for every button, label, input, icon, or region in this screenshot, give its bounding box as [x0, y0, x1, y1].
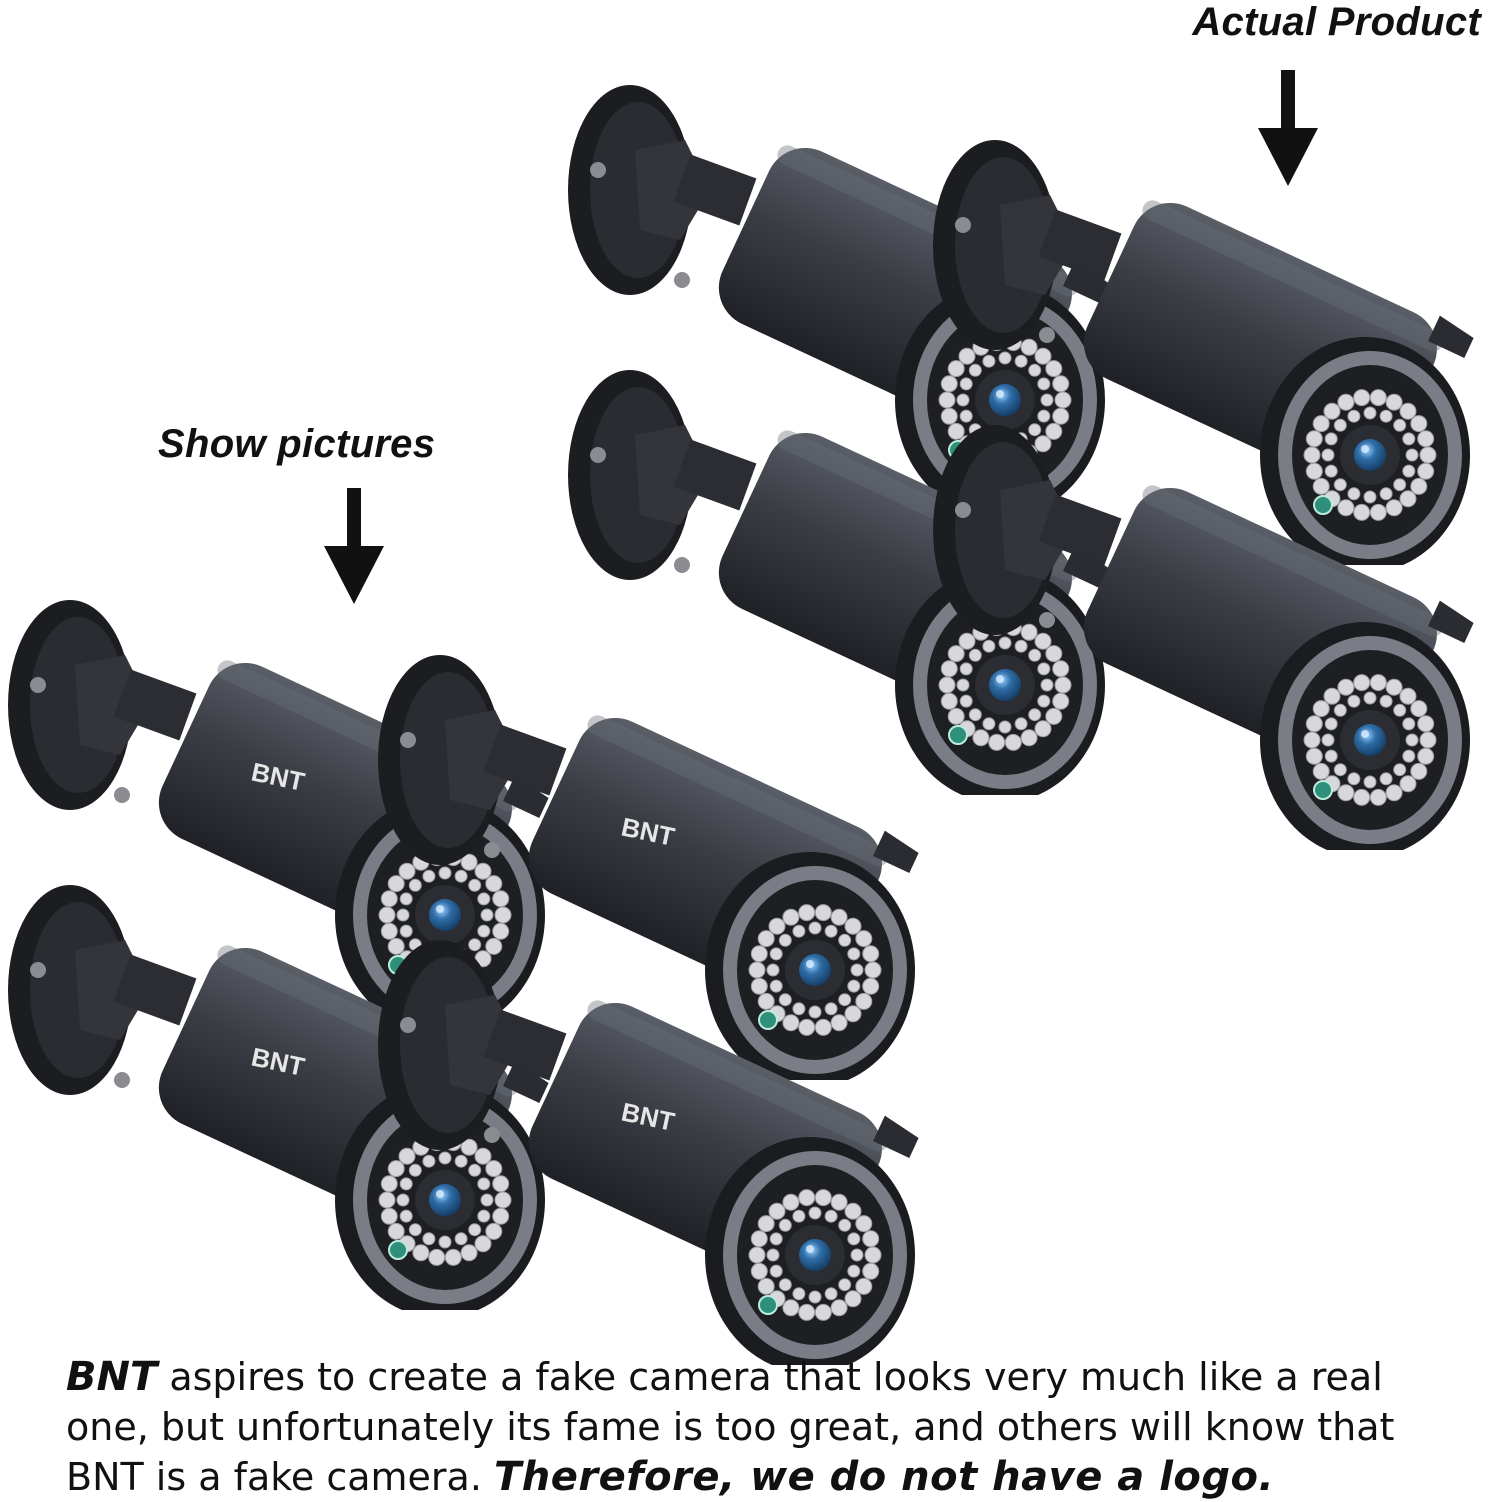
down-arrow-icon: [324, 488, 384, 604]
camera-actual-3: [560, 355, 1130, 803]
caption-line1: aspires to create a fake camera that loo…: [157, 1355, 1383, 1399]
caption-brand: BNT: [66, 1354, 158, 1400]
caption-emphasis: Therefore, we do not have a logo.: [494, 1454, 1275, 1500]
actual-product-label: Actual Product: [1192, 0, 1481, 44]
caption-line2: one, but unfortunately its fame is too g…: [66, 1405, 1395, 1449]
camera-show-2: BNT: [370, 640, 940, 1088]
camera-show-4: BNT: [370, 925, 940, 1373]
caption-line3: BNT is a fake camera.: [66, 1455, 495, 1499]
camera-actual-4: [925, 410, 1493, 858]
camera-actual-2: [925, 125, 1493, 573]
caption: BNT aspires to create a fake camera that…: [66, 1352, 1486, 1502]
show-pictures-label: Show pictures: [158, 422, 436, 466]
down-arrow-icon: [1258, 70, 1318, 186]
